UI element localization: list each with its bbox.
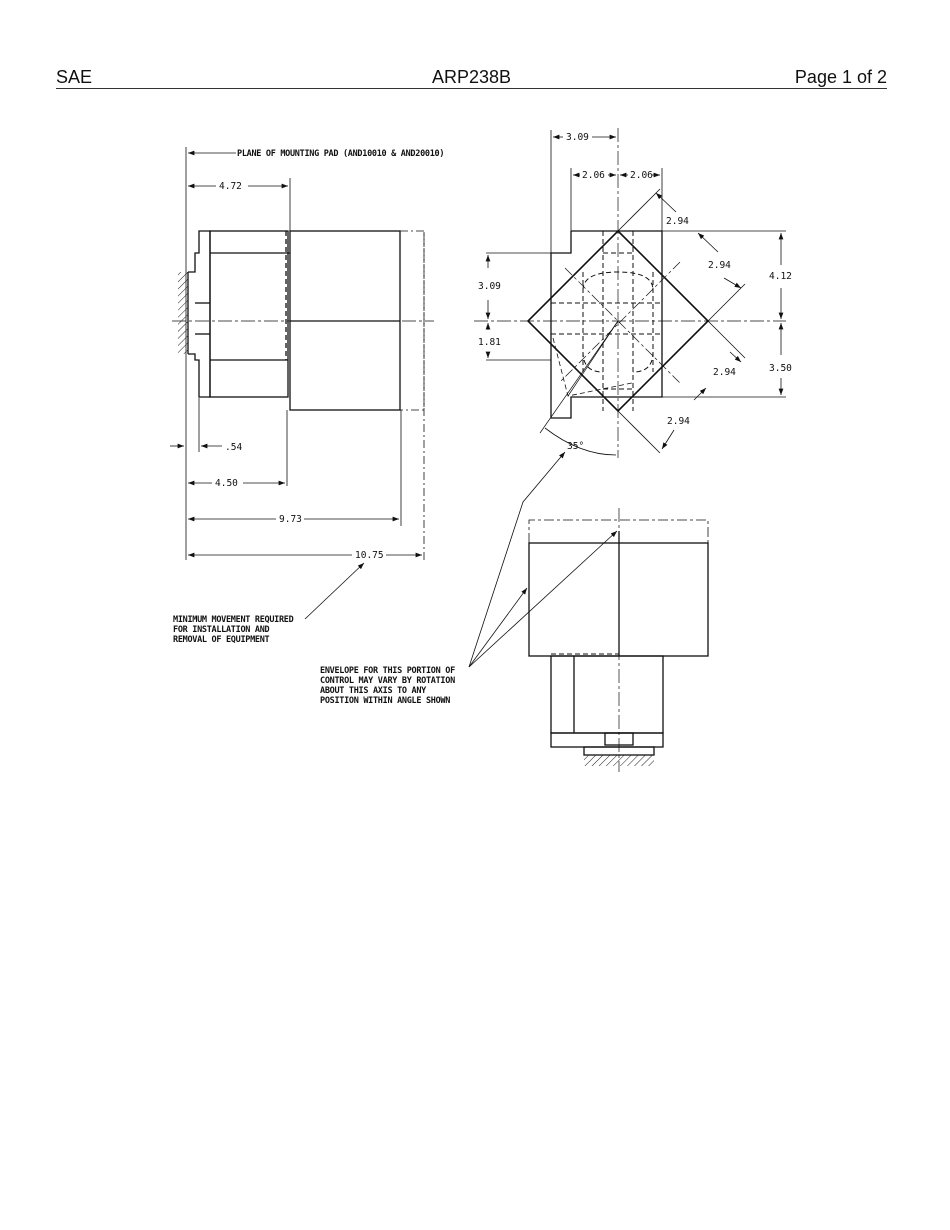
dim-4-72: 4.72 — [219, 181, 242, 192]
svg-text:REMOVAL OF EQUIPMENT: REMOVAL OF EQUIPMENT — [173, 635, 270, 645]
svg-text:35°: 35° — [567, 441, 584, 452]
svg-text:ABOUT THIS AXIS TO ANY: ABOUT THIS AXIS TO ANY — [320, 686, 427, 696]
svg-text:CONTROL MAY VARY BY ROTATION: CONTROL MAY VARY BY ROTATION — [320, 676, 455, 686]
note-min-movement: MINIMUM MOVEMENT REQUIRED FOR INSTALLATI… — [173, 615, 294, 645]
svg-text:2.06: 2.06 — [630, 170, 653, 181]
dim-10-75: 10.75 — [355, 550, 384, 561]
side-view — [170, 147, 434, 620]
end-view — [474, 128, 786, 458]
dim-4-50: 4.50 — [215, 478, 238, 489]
svg-text:1.81: 1.81 — [478, 337, 501, 348]
svg-text:2.94: 2.94 — [666, 216, 689, 227]
svg-text:MINIMUM MOVEMENT REQUIRED: MINIMUM MOVEMENT REQUIRED — [173, 615, 294, 625]
header-org: SAE — [56, 67, 93, 87]
note-envelope: ENVELOPE FOR THIS PORTION OF CONTROL MAY… — [320, 666, 455, 706]
svg-text:FOR INSTALLATION AND: FOR INSTALLATION AND — [173, 625, 270, 635]
dim-054: .54 — [225, 442, 242, 453]
svg-text:3.09: 3.09 — [478, 281, 501, 292]
svg-text:3.50: 3.50 — [769, 363, 792, 374]
dim-9-73: 9.73 — [279, 514, 302, 525]
svg-text:3.09: 3.09 — [566, 132, 589, 143]
page-header: SAE ARP238B Page 1 of 2 — [56, 66, 887, 89]
end-view-dims: 3.09 2.06 2.06 2.94 2.94 2.94 2.94 3.09 … — [478, 132, 792, 452]
svg-text:ENVELOPE FOR THIS PORTION OF: ENVELOPE FOR THIS PORTION OF — [320, 666, 455, 676]
svg-text:POSITION WITHIN ANGLE SHOWN: POSITION WITHIN ANGLE SHOWN — [320, 696, 450, 706]
svg-text:2.94: 2.94 — [708, 260, 731, 271]
plan-view — [468, 451, 709, 772]
plane-label: PLANE OF MOUNTING PAD (AND10010 & AND200… — [237, 149, 444, 159]
svg-text:2.06: 2.06 — [582, 170, 605, 181]
svg-text:2.94: 2.94 — [667, 416, 690, 427]
header-page-number: Page 1 of 2 — [794, 67, 887, 87]
header-doc-id: ARP238B — [431, 67, 512, 87]
svg-text:2.94: 2.94 — [713, 367, 736, 378]
svg-text:4.12: 4.12 — [769, 271, 792, 282]
